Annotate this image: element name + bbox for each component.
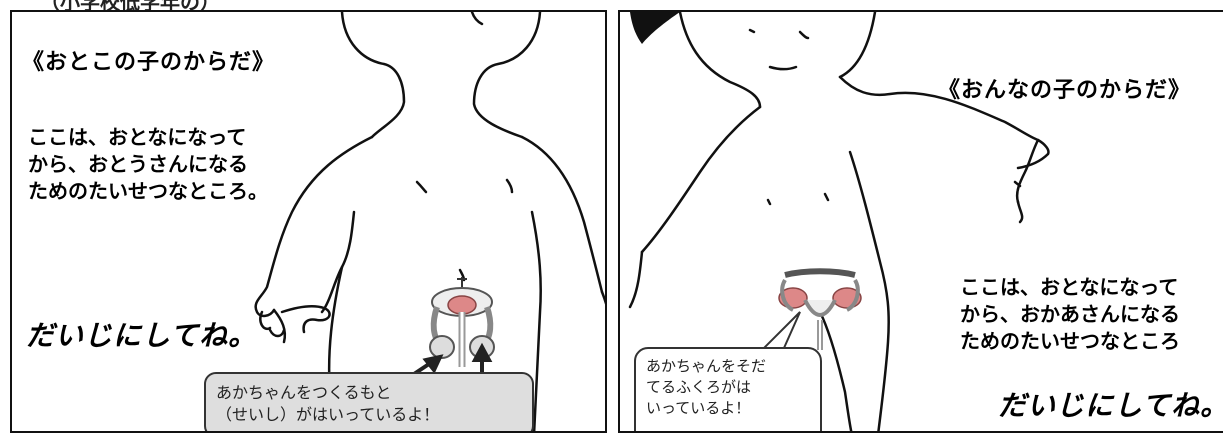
boy-description-line: ここは、おとなになって <box>28 125 247 149</box>
boy-bubble-line: あかちゃんをつくるもと <box>216 383 392 402</box>
boy-bubble-line: （せいし）がはいっているよ！ <box>216 405 440 424</box>
girl-bubble-line: いっているよ！ <box>646 399 751 417</box>
girl-description-line: ここは、おとなになって <box>960 275 1179 299</box>
girl-bubble-line: てるふくろがは <box>646 378 752 396</box>
hair-shape <box>630 12 680 44</box>
boy-speech-bubble: あかちゃんをつくるもと （せいし）がはいっているよ！ <box>204 372 534 431</box>
girl-body-illustration <box>628 12 1050 431</box>
boy-body-panel: 《おとこの子のからだ》 ここは、おとなになって から、おとうさんになる ためのた… <box>10 10 607 433</box>
boy-slogan: だいじにしてね。 <box>26 319 258 352</box>
boy-description-line: から、おとうさんになる <box>28 152 248 176</box>
girl-body-panel: 《おんなの子のからだ》 ここは、おとなになって から、おかあさんになる ためのた… <box>618 10 1223 433</box>
boy-description-line: ためのたいせつなところ。 <box>28 179 268 203</box>
girl-slogan: だいじにしてね。 <box>998 389 1223 422</box>
girl-description: ここは、おとなになって から、おかあさんになる ためのたいせつなところ <box>960 274 1180 355</box>
female-organ-diagram <box>778 268 862 350</box>
girl-description-line: から、おかあさんになる <box>960 302 1180 326</box>
boy-panel-title: 《おとこの子のからだ》 <box>22 50 276 75</box>
girl-description-line: ためのたいせつなところ <box>960 329 1180 353</box>
girl-panel-title: 《おんなの子のからだ》 <box>938 78 1192 103</box>
boy-description: ここは、おとなになって から、おとうさんになる ためのたいせつなところ。 <box>28 124 268 205</box>
girl-bubble-line: あかちゃんをそだ <box>646 357 767 375</box>
girl-speech-bubble: あかちゃんをそだ てるふくろがは いっているよ！ <box>634 347 822 431</box>
